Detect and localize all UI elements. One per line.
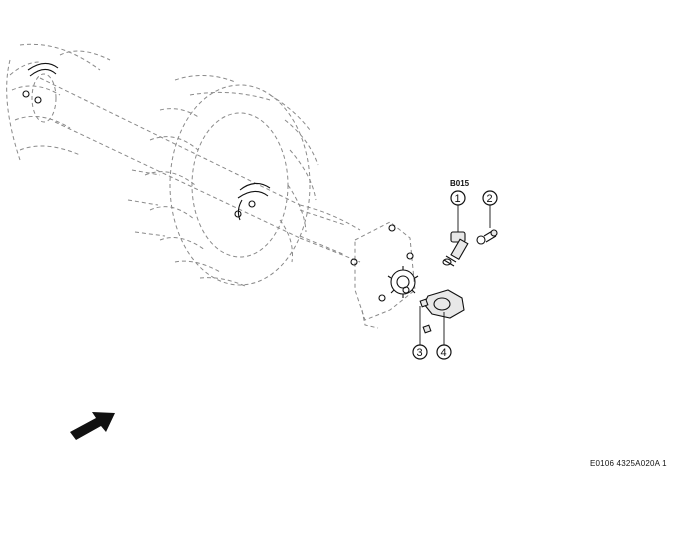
callout-3: 3 — [412, 306, 428, 360]
callout-2-number: 2 — [487, 193, 493, 205]
screw-part-2 — [476, 229, 498, 245]
callout-1: B015 1 — [450, 179, 470, 232]
callout-4-number: 4 — [441, 347, 447, 359]
callout-3-number: 3 — [417, 347, 423, 359]
set-screws-part-3 — [419, 298, 432, 334]
reference-code: E0106 4325A020A 1 — [590, 459, 667, 468]
rotor-shaft-assembly-outline — [6, 43, 361, 287]
gearbox-housing — [350, 221, 419, 329]
callout-4: 4 — [436, 312, 452, 360]
sensor-label: B015 — [450, 179, 470, 188]
callout-2: 2 — [482, 190, 498, 228]
sensor-part-1 — [442, 231, 469, 267]
callout-1-number: 1 — [455, 193, 461, 205]
direction-arrow-icon — [70, 412, 115, 440]
